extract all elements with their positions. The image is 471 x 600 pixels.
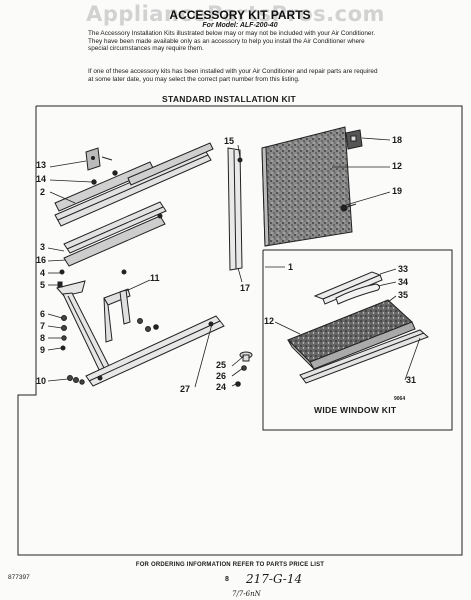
callout-6: 6 [40, 309, 46, 319]
callout-31: 31 [406, 375, 417, 385]
callout-7: 7 [40, 321, 46, 331]
callout-26: 26 [216, 371, 227, 381]
part-18-clip [345, 129, 363, 150]
callout-2: 2 [40, 187, 46, 197]
standard-kit-heading: STANDARD INSTALLATION KIT [162, 94, 297, 104]
vertical-channel [227, 147, 243, 271]
filler-panel [261, 126, 353, 247]
part-11-bracket [103, 269, 159, 343]
callout-24: 24 [216, 382, 227, 392]
callout-1: 1 [288, 262, 294, 272]
callout-25: 25 [216, 360, 227, 370]
leader-lines [47, 137, 421, 388]
callout-5: 5 [40, 280, 46, 290]
wide-kit-frame [262, 249, 453, 431]
callout-16: 16 [36, 255, 47, 265]
bottom-rail [85, 315, 225, 387]
callout-13: 13 [36, 160, 47, 170]
callout-15: 15 [224, 136, 235, 146]
part-35-panel [287, 299, 416, 370]
page-number: 8 [225, 576, 229, 583]
document-number: 877397 [8, 574, 30, 581]
parts-24-26 [235, 351, 253, 387]
callout-4: 4 [40, 268, 46, 278]
callout-33: 33 [398, 264, 409, 274]
intro-paragraph-2: If one of these accessory kits has been … [88, 68, 378, 83]
wide-kit-heading: WIDE WINDOW KIT [314, 405, 397, 415]
callout-18: 18 [392, 135, 403, 145]
callout-27: 27 [180, 384, 191, 394]
figure-code: 9064 [394, 396, 406, 402]
callout-19: 19 [392, 186, 403, 196]
part-13-bracket [85, 147, 113, 171]
part-19-screw [340, 203, 357, 212]
callout-8: 8 [40, 333, 46, 343]
model-subtitle: For Model: ALF-200-40 [202, 22, 278, 29]
callout-17: 17 [240, 283, 251, 293]
leg-assembly [56, 269, 113, 377]
part-10-hardware [67, 375, 85, 385]
callout-9: 9 [40, 345, 46, 355]
top-rails [54, 142, 214, 267]
handwritten-code: 217-G-14 [246, 572, 303, 586]
callout-34: 34 [398, 277, 409, 287]
frame-outline [17, 105, 463, 556]
callout-14: 14 [36, 174, 47, 184]
callout-12-standard: 12 [392, 161, 403, 171]
callout-10: 10 [36, 376, 47, 386]
part-31-rail [299, 329, 429, 384]
part-34-seal [335, 283, 381, 305]
diagram-frame [17, 105, 463, 556]
page-title: ACCESSORY KIT PARTS [169, 8, 311, 22]
callout-35: 35 [398, 290, 409, 300]
intro-paragraph-1: The Accessory Installation Kits illustra… [88, 30, 376, 53]
handwritten-note: 7/7-6nN [232, 590, 261, 598]
callout-11: 11 [150, 273, 160, 283]
watermark: AppliancePartsPros.com [86, 2, 385, 26]
callout-3: 3 [40, 242, 46, 252]
callout-12-wide: 12 [264, 316, 275, 326]
ordering-note: FOR ORDERING INFORMATION REFER TO PARTS … [135, 562, 325, 568]
